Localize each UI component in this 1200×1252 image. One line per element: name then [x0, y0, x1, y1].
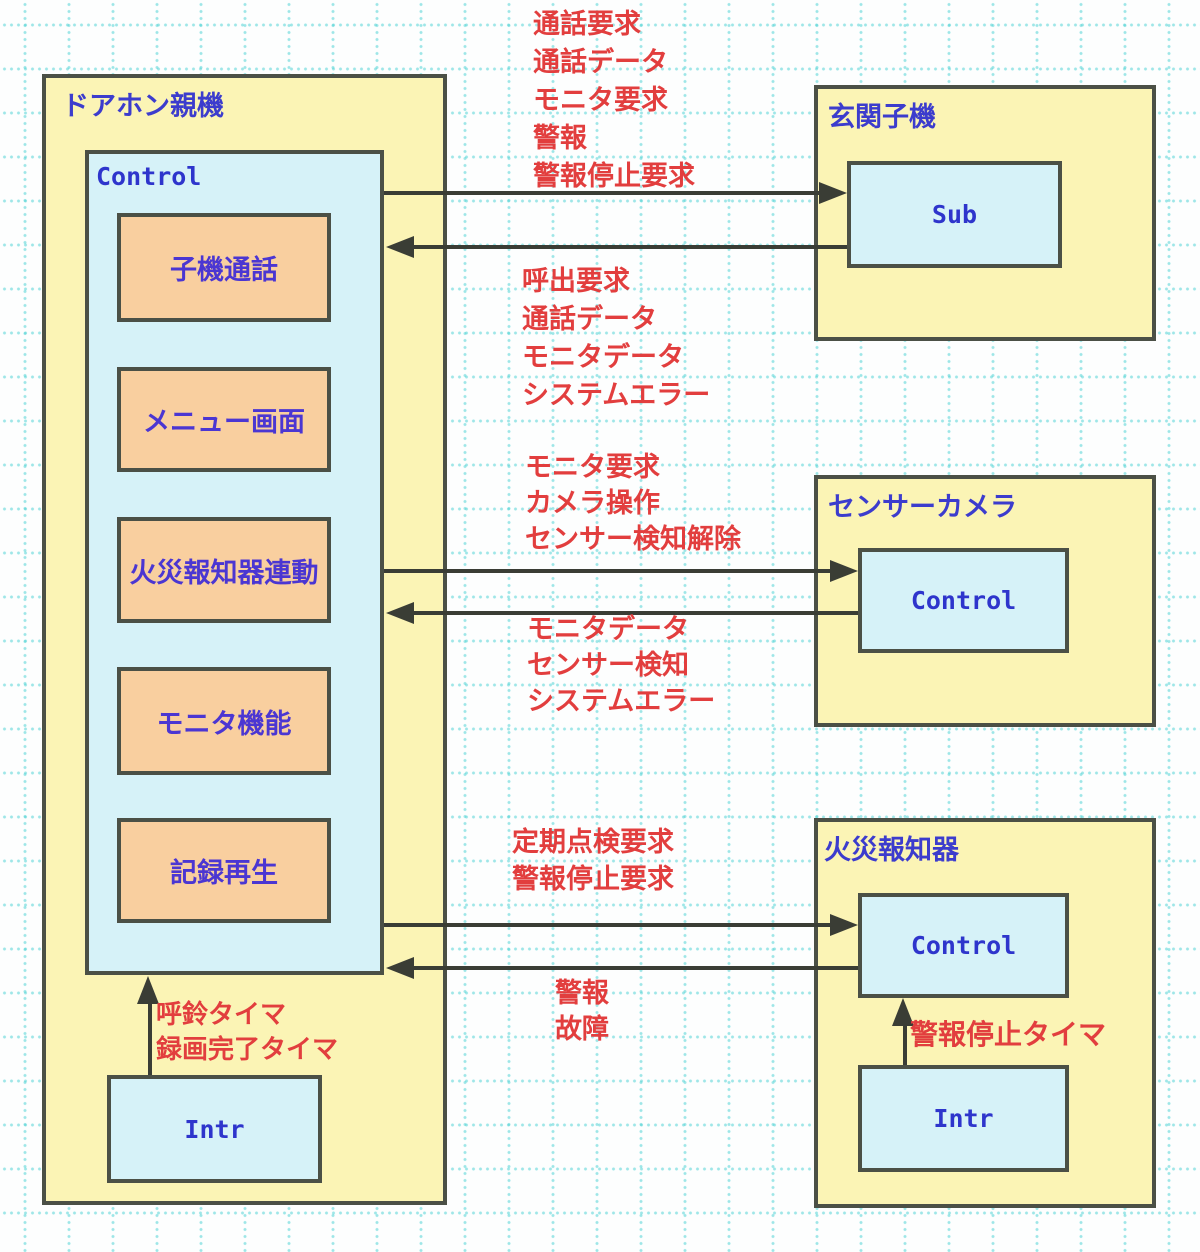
arrow-fire-to-main-head: [386, 957, 414, 979]
arrow-main-to-entrance: [384, 191, 821, 195]
message-line: モニタデータ: [522, 342, 684, 373]
message-line: モニタ要求: [525, 452, 660, 483]
message-line: センサー検知解除: [525, 524, 741, 555]
messages-main-to-entrance: 通話要求 通話データ モニタ要求 警報 警報停止要求: [533, 6, 695, 196]
message-line: 警報: [533, 123, 587, 154]
message-line: システムエラー: [522, 380, 711, 411]
fire-control-box: Control: [858, 893, 1069, 998]
module-fire-alarm-link: 火災報知器連動: [117, 517, 331, 623]
fire-intr-box: Intr: [858, 1065, 1069, 1172]
messages-main-to-fire: 定期点検要求 警報停止要求: [512, 824, 674, 898]
message-line: カメラ操作: [525, 488, 660, 519]
message-line: センサー検知: [527, 650, 689, 681]
message-line: 通話要求: [533, 9, 641, 40]
arrow-main-to-sensor: [384, 569, 830, 573]
module-menu-screen: メニュー画面: [117, 367, 331, 472]
message-line: 呼出要求: [522, 266, 630, 297]
sensor-control-box: Control: [858, 548, 1069, 653]
message-line: モニタ要求: [533, 85, 668, 116]
arrow-main-to-fire-head: [830, 914, 858, 936]
message-line: 通話データ: [522, 304, 657, 335]
fire-alarm-title: 火災報知器: [824, 835, 959, 866]
main-control-label: Control: [96, 162, 202, 191]
arrow-sensor-to-main: [410, 611, 858, 615]
module-monitor-function: モニタ機能: [117, 667, 331, 775]
message-line: システムエラー: [527, 686, 716, 717]
arrow-fire-to-main: [410, 966, 858, 970]
arrow-entrance-to-main-head: [386, 236, 414, 258]
arrow-main-to-sensor-head: [830, 560, 858, 582]
sensor-camera-title: センサーカメラ: [828, 492, 1017, 523]
messages-entrance-to-main: 呼出要求 通話データ モニタデータ システムエラー: [522, 263, 710, 415]
module-handset-call: 子機通話: [117, 213, 331, 322]
messages-fire-to-main: 警報 故障: [555, 976, 609, 1048]
message-line: 定期点検要求: [512, 827, 674, 858]
message-line: モニタデータ: [527, 614, 689, 645]
module-record-playback: 記録再生: [117, 818, 331, 923]
entrance-sub-box: Sub: [847, 161, 1062, 268]
message-line: 警報: [555, 978, 609, 1009]
main-intr-to-control-arrow: [148, 1000, 152, 1075]
main-intr-to-control-arrowhead: [137, 976, 159, 1004]
main-intr-box: Intr: [107, 1075, 322, 1183]
fire-intr-timer-label: 警報停止タイマ: [910, 1018, 1107, 1051]
message-line: 故障: [555, 1014, 609, 1045]
main-intr-timer-labels: 呼鈴タイマ 録画完了タイマ: [156, 998, 338, 1068]
timer-label-line: 録画完了タイマ: [156, 1035, 339, 1065]
fire-intr-to-control-arrow: [903, 1022, 907, 1065]
messages-main-to-sensor: モニタ要求 カメラ操作 センサー検知解除: [525, 450, 741, 558]
message-line: 警報停止要求: [512, 864, 674, 895]
message-line: 通話データ: [533, 47, 668, 78]
arrow-main-to-fire: [384, 923, 830, 927]
arrow-main-to-entrance-head: [819, 182, 847, 204]
arrow-entrance-to-main: [410, 245, 847, 249]
main-unit-title: ドアホン親機: [62, 91, 224, 122]
arrow-sensor-to-main-head: [386, 602, 414, 624]
entrance-unit-title: 玄関子機: [828, 102, 936, 133]
timer-label-line: 呼鈴タイマ: [156, 1000, 287, 1030]
fire-intr-to-control-arrowhead: [892, 998, 914, 1026]
messages-sensor-to-main: モニタデータ センサー検知 システムエラー: [527, 612, 715, 720]
message-line: 警報停止要求: [533, 161, 695, 192]
